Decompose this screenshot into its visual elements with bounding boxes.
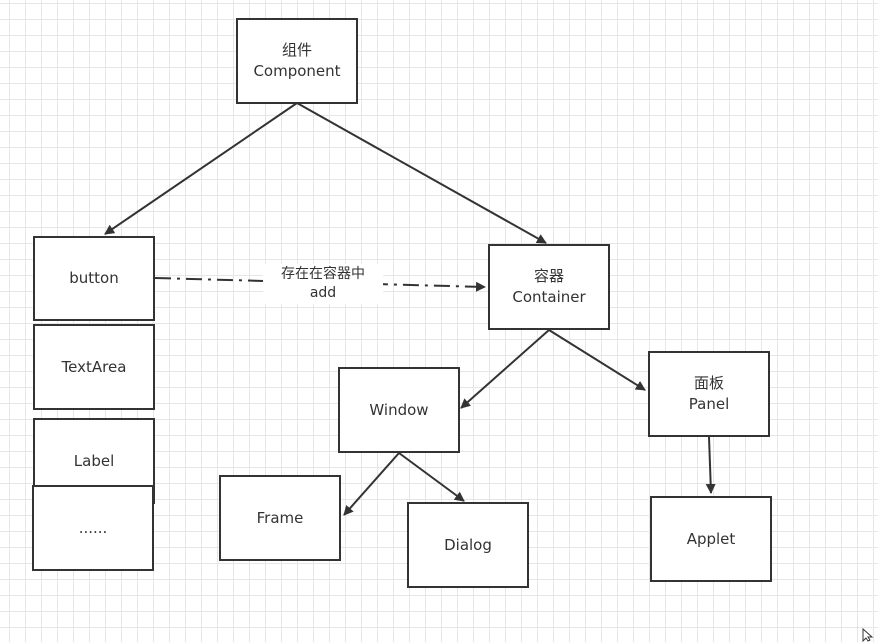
frame-node-label: Frame — [256, 508, 304, 527]
dialog-node-label: Dialog — [444, 535, 492, 554]
edge-container-to-window — [460, 329, 550, 409]
edge-label-add: 存在在容器中 add — [263, 264, 383, 304]
container-node-en-label: Container — [512, 288, 586, 306]
edge-label-add-line1: 存在在容器中 — [281, 266, 365, 282]
frame-node[interactable]: Frame — [219, 475, 341, 561]
component-node-cn-label: 组件 — [281, 41, 312, 59]
applet-node[interactable]: Applet — [650, 496, 772, 582]
edge-container-to-panel — [548, 329, 646, 391]
panel-node-en-label: Panel — [688, 395, 730, 413]
textarea-node-label: TextArea — [61, 357, 127, 376]
textarea-node[interactable]: TextArea — [33, 324, 155, 410]
cursor-icon — [862, 628, 874, 642]
label-node-label: Label — [73, 451, 115, 470]
ellipsis-node[interactable]: ...... — [32, 485, 154, 571]
component-node[interactable]: 组件 Component — [236, 18, 358, 104]
ellipsis-node-label: ...... — [78, 518, 108, 537]
panel-node[interactable]: 面板 Panel — [648, 351, 770, 437]
component-node-en-label: Component — [253, 62, 341, 80]
window-node-label: Window — [369, 400, 429, 419]
edge-window-to-frame — [343, 452, 400, 516]
window-node[interactable]: Window — [338, 367, 460, 453]
edge-component-to-container — [296, 102, 547, 244]
dialog-node[interactable]: Dialog — [407, 502, 529, 588]
button-node-label: button — [69, 269, 119, 287]
edge-panel-to-applet — [705, 436, 716, 494]
container-node[interactable]: 容器 Container — [488, 244, 610, 330]
button-node[interactable]: button — [33, 236, 155, 321]
edge-component-to-button — [104, 102, 298, 235]
container-node-cn-label: 容器 — [533, 267, 564, 285]
edge-window-to-dialog — [398, 452, 465, 502]
edge-label-add-line2: add — [309, 285, 337, 301]
applet-node-label: Applet — [686, 529, 736, 548]
panel-node-cn-label: 面板 — [693, 374, 724, 392]
